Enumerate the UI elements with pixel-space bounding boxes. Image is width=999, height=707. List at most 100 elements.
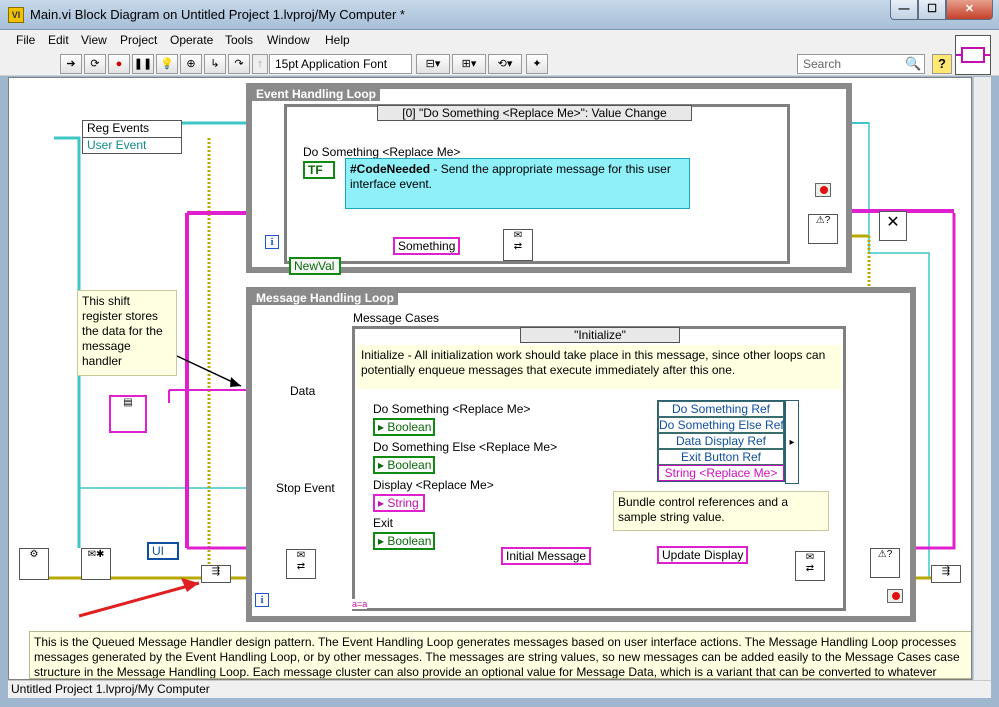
step-into-icon[interactable]: ↳ [204,54,226,74]
something-constant[interactable]: Something [393,237,461,255]
menu-operate[interactable]: Operate [170,33,214,47]
code-needed-note: #CodeNeeded - Send the appropriate messa… [345,158,690,209]
code-needed-text: - Send the appropriate message for this … [350,162,671,191]
do-something-else-boolean[interactable]: ▸ Boolean [373,456,435,474]
ui-constant[interactable]: UI [147,542,179,560]
align-objects-icon[interactable]: ⊟▾ [416,54,450,74]
bundle-row: Data Display Ref [658,433,784,449]
menu-help[interactable]: Help [325,33,350,47]
cleanup-diagram-icon[interactable]: ✦ [526,54,548,74]
do-something-boolean[interactable]: ▸ Boolean [373,418,435,436]
search-input[interactable]: Search [797,54,925,74]
reorder-icon[interactable]: ⟲▾ [488,54,522,74]
vertical-scrollbar[interactable] [973,77,991,680]
event-handling-loop[interactable]: Event Handling Loop [0] "Do Something <R… [246,83,852,275]
error-handler-node[interactable]: ⚠? [870,548,900,578]
final-merge-errors-node[interactable]: ⇶ [931,565,961,583]
do-something-label: Do Something <Replace Me> [373,402,531,416]
connector-pane-icon[interactable] [955,35,991,75]
event-loop-stop-terminal[interactable] [815,183,831,197]
initial-message-constant[interactable]: Initial Message [501,547,592,565]
exit-boolean[interactable]: ▸ Boolean [373,532,435,550]
create-user-event-node[interactable]: ✉✱ [81,548,111,580]
merge-errors-node[interactable]: ⇶ [201,565,231,583]
menu-view[interactable]: View [81,33,107,47]
enqueue-message-node[interactable]: ✉⇄ [795,551,825,581]
project-path: Untitled Project 1.lvproj/My Computer [11,682,210,696]
exit-label: Exit [373,516,394,530]
event-selector[interactable]: [0] "Do Something <Replace Me>": Value C… [377,105,692,121]
data-wire-label: Data [288,384,318,398]
status-bar: Untitled Project 1.lvproj/My Computer [8,680,991,698]
font-select[interactable]: 15pt Application Font [269,54,412,74]
context-help-button[interactable]: ? [932,54,952,74]
maximize-button[interactable]: ☐ [918,0,946,20]
tf-terminal[interactable]: TF [303,161,335,179]
message-loop-stop-terminal[interactable] [887,589,903,603]
run-continuously-icon[interactable]: ⟳ [84,54,106,74]
toolbar: ➔ ⟳ ● ❚❚ 💡 ⊕ ↳ ↷ ↑ 15pt Application Font… [0,51,999,76]
register-events-node[interactable]: Reg Events User Event [82,120,182,154]
release-queue-node[interactable]: ✕ [879,211,907,241]
step-over-icon[interactable]: ↷ [228,54,250,74]
bundle-row: Do Something Else Ref [658,417,784,433]
bundle-row: String <Replace Me> [658,465,784,481]
enqueue-message-node[interactable]: ✉⇄ [503,229,533,261]
minimize-button[interactable]: — [890,0,918,20]
description-note: This is the Queued Message Handler desig… [29,631,971,679]
message-loop-iteration-terminal: i [255,593,269,607]
menu-project[interactable]: Project [120,33,158,47]
menu-file[interactable]: File [16,33,36,47]
variant-constant-node[interactable]: ▤ [109,395,147,433]
message-handling-loop[interactable]: Message Handling Loop Message Cases "Ini… [246,287,916,622]
a-equals-a-label: a=a [352,599,368,609]
display-label: Display <Replace Me> [373,478,494,492]
title-bar: VI Main.vi Block Diagram on Untitled Pro… [0,0,999,30]
error-check-node[interactable]: ⚠? [808,214,838,244]
shift-register-note: This shift register stores the data for … [77,290,177,376]
search-icon[interactable]: 🔍 [905,56,922,71]
block-diagram-canvas[interactable]: Reg Events User Event Event Handling Loo… [8,77,972,680]
newval-node[interactable]: NewVal [289,257,341,275]
do-something-else-type: Boolean [387,458,432,472]
distribute-objects-icon[interactable]: ⊞▾ [452,54,486,74]
bundle-note: Bundle control references and a sample s… [613,491,829,531]
case-selector[interactable]: "Initialize" [520,327,680,343]
menu-tools[interactable]: Tools [225,33,254,47]
message-loop-title: Message Handling Loop [252,291,399,305]
event-structure[interactable]: [0] "Do Something <Replace Me>": Value C… [284,104,790,275]
labview-vi-icon: VI [8,7,24,23]
bundle-by-name-node[interactable]: Do Something Ref Do Something Else Ref D… [657,400,785,482]
menu-window[interactable]: Window [267,33,310,47]
display-type: String [387,496,419,510]
code-needed-tag: #CodeNeeded [350,162,431,176]
run-arrow-icon[interactable]: ➔ [60,54,82,74]
reg-events-label: Reg Events [87,121,150,135]
exit-type: Boolean [387,534,432,548]
event-loop-iteration-terminal: i [265,235,279,249]
window-title: Main.vi Block Diagram on Untitled Projec… [30,7,405,22]
event-label: Do Something <Replace Me> [303,145,461,159]
update-display-constant[interactable]: Update Display [657,546,749,564]
menu-edit[interactable]: Edit [48,33,69,47]
message-cases-label: Message Cases [353,311,440,325]
bundle-row: Do Something Ref [658,401,784,417]
highlight-execution-icon[interactable]: 💡 [156,54,178,74]
initialize-note: Initialize - All initialization work sho… [357,345,841,389]
step-out-icon[interactable]: ↑ [252,54,268,74]
display-string[interactable]: ▸ String [373,494,425,512]
bundle-output-icon: ▸ [785,400,799,484]
bundle-row: Exit Button Ref [658,449,784,465]
user-event-label: User Event [83,137,181,153]
create-queue-node[interactable]: ⚙ [19,548,49,580]
do-something-else-label: Do Something Else <Replace Me> [373,440,558,454]
event-loop-title: Event Handling Loop [252,87,380,101]
dequeue-message-node[interactable]: ✉⇄ [286,549,316,579]
abort-icon[interactable]: ● [108,54,130,74]
retain-wire-values-icon[interactable]: ⊕ [180,54,202,74]
stop-event-label: Stop Event [274,481,337,495]
menu-bar: File Edit View Project Operate Tools Win… [0,30,999,51]
close-button[interactable]: ✕ [946,0,993,20]
pause-icon[interactable]: ❚❚ [132,54,154,74]
message-cases-structure[interactable]: "Initialize" Initialize - All initializa… [352,326,846,611]
